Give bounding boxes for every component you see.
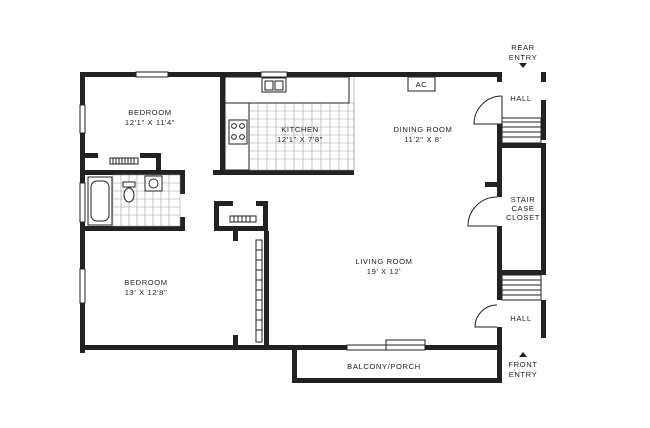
kitchen-size: 12'1" X 7'8" <box>277 135 323 144</box>
hall-bottom-label: HALL <box>510 314 531 323</box>
staircase-closet-line-2: CASE <box>511 204 534 213</box>
living-room-name: LIVING ROOM <box>355 257 412 266</box>
front-entry-line-2: ENTRY <box>509 370 538 379</box>
windows <box>79 71 426 351</box>
bathroom-sink-icon <box>144 175 163 192</box>
kitchen-name: KITCHEN <box>281 125 319 134</box>
rear-entry-arrow-icon <box>519 63 527 68</box>
front-entry-line-1: FRONT <box>508 360 537 369</box>
staircase-closet-line-1: STAIR <box>511 195 536 204</box>
ac-label: AC <box>416 80 428 89</box>
closets <box>109 157 263 343</box>
dining-room-name: DINING ROOM <box>394 125 453 134</box>
balcony-label: BALCONY/PORCH <box>347 362 421 371</box>
bedroom-2-size: 13' X 12'8" <box>125 288 168 297</box>
rear-entry-line-1: REAR <box>511 43 535 52</box>
doors <box>467 95 503 328</box>
living-room-size: 19' X 12' <box>367 267 401 276</box>
bedroom-1-name: BEDROOM <box>128 108 171 117</box>
toilet-icon <box>122 181 136 203</box>
bathtub-icon <box>87 176 113 226</box>
ac-unit: AC <box>407 76 436 92</box>
rear-entry-line-2: ENTRY <box>509 53 538 62</box>
bedroom-1-size: 12'1" X 11'4" <box>125 118 175 127</box>
stairs <box>501 117 542 301</box>
walls <box>80 72 546 383</box>
front-entry-arrow-icon <box>519 352 527 357</box>
bathroom <box>87 174 181 227</box>
stove-icon <box>228 119 248 145</box>
bedroom-2-name: BEDROOM <box>124 278 167 287</box>
kitchen-sink-icon <box>261 77 287 93</box>
hall-top-label: HALL <box>510 94 531 103</box>
dining-room-size: 11'2" X 8' <box>404 135 441 144</box>
kitchen-fixtures <box>224 76 350 171</box>
staircase-closet-line-3: CLOSET <box>506 213 540 222</box>
